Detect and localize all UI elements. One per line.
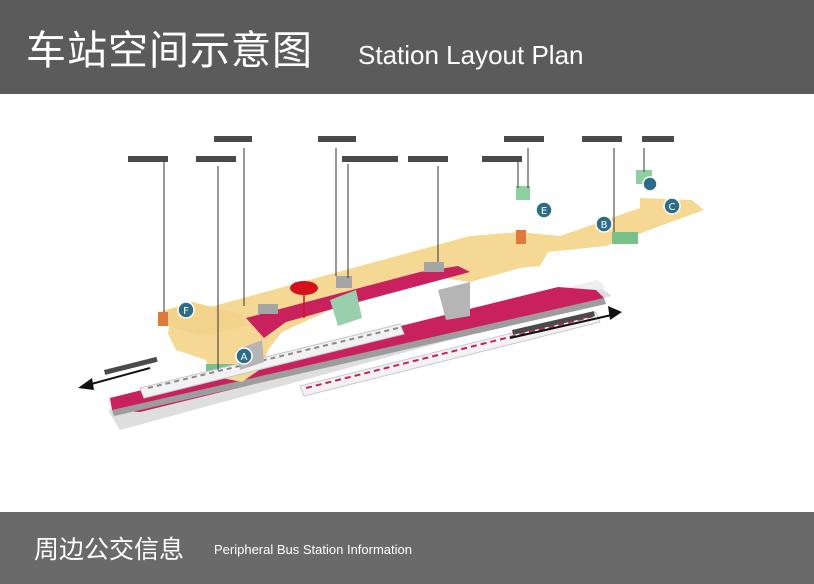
exit-label-f: F <box>183 306 189 317</box>
restroom-block <box>258 304 278 314</box>
ticket-machine <box>336 276 352 288</box>
exit-badge-d-icon <box>642 176 658 192</box>
header-band <box>0 0 814 94</box>
exit-b-structure <box>612 232 638 244</box>
exit-badge-a: A <box>235 347 253 365</box>
exit-label-a: A <box>241 352 248 363</box>
page-title-zh: 车站空间示意图 <box>26 28 313 74</box>
exit-badge-b: B <box>595 215 613 233</box>
platform-edge <box>112 298 606 416</box>
footer-title-zh: 周边公交信息 <box>34 535 185 564</box>
exit-badge-c: C <box>663 197 681 215</box>
page-title-en: Station Layout Plan <box>358 40 584 70</box>
station-layout-diagram: F A E B C <box>0 94 814 512</box>
train-far <box>139 323 405 399</box>
platform <box>110 287 604 412</box>
callout-lines <box>163 148 645 370</box>
footer-band <box>0 512 814 584</box>
service-center <box>424 262 444 272</box>
exit-badge-e: E <box>535 201 553 219</box>
callout-labels <box>128 136 674 162</box>
exit-e-elevator <box>516 186 530 200</box>
station-marker-pin <box>290 281 318 318</box>
exit-label-b: B <box>601 220 608 231</box>
station-layout-svg: F A E B C <box>78 136 704 430</box>
train-near <box>299 311 601 397</box>
footer-title-en: Peripheral Bus Station Information <box>214 542 412 557</box>
stair-block <box>438 282 470 320</box>
escalator-center <box>330 290 362 326</box>
exit-badge-f: F <box>177 301 195 319</box>
exit-f-structure <box>158 312 168 326</box>
exit-e-structure <box>516 230 526 244</box>
exit-label-c: C <box>669 202 676 213</box>
exit-label-e: E <box>541 206 547 217</box>
concourse-main <box>168 198 704 382</box>
direction-arrow-left <box>78 356 158 390</box>
direction-arrow-right <box>509 306 622 339</box>
